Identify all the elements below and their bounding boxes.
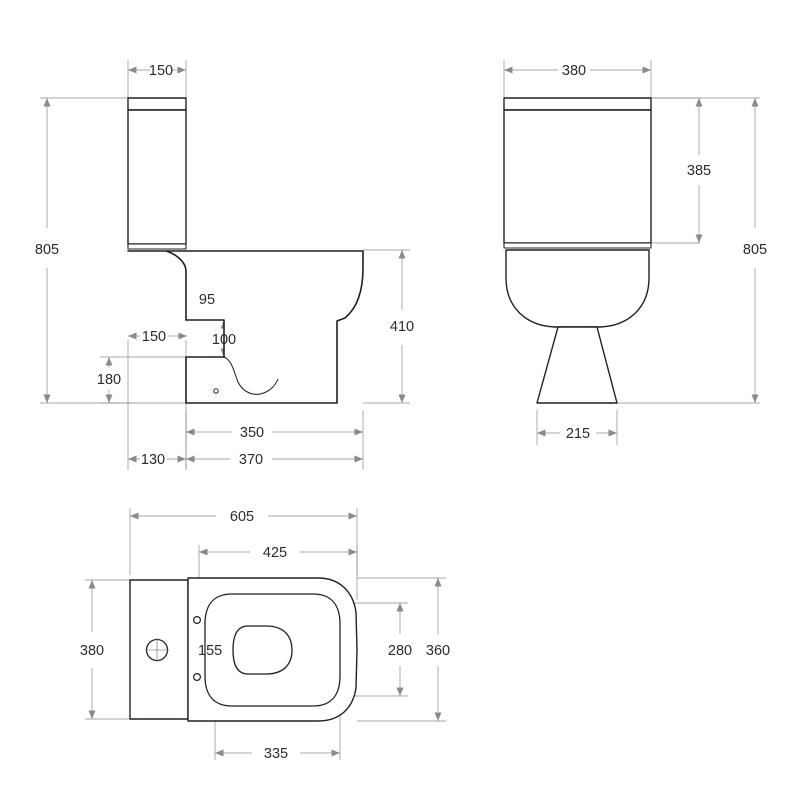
bolt-hole-top	[193, 615, 202, 624]
dim-335: 335	[264, 746, 288, 762]
front-view-outline	[503, 97, 652, 404]
plan-view-outline	[129, 577, 358, 722]
bowl-outer-plan	[187, 577, 358, 722]
pan-profile-side	[127, 250, 364, 404]
side-view-dim-labels: 150 805 95 100 150 180 410 350 130 370	[35, 63, 414, 468]
front-view-dim-labels: 380 385 805 215	[562, 63, 767, 442]
bowl-inner-curve-side	[223, 356, 279, 395]
dim-150-mid: 150	[142, 329, 166, 345]
dim-370: 370	[239, 452, 263, 468]
dim-380-top: 380	[562, 63, 586, 79]
cistern-base-front	[503, 242, 652, 249]
cistern-body-side	[127, 109, 187, 245]
cistern-plan	[129, 579, 189, 720]
side-view-outline	[127, 97, 364, 404]
dim-180: 180	[97, 372, 121, 388]
seat-outline-plan	[204, 593, 341, 707]
dim-280: 280	[388, 643, 412, 659]
bowl-front	[505, 249, 650, 328]
dim-100: 100	[212, 332, 236, 348]
dim-425: 425	[263, 545, 287, 561]
dim-150-top: 150	[149, 63, 173, 79]
dim-130: 130	[141, 452, 165, 468]
dim-380-left: 380	[80, 643, 104, 659]
dim-360: 360	[426, 643, 450, 659]
fixing-hole-side	[213, 388, 219, 394]
dim-605: 605	[230, 509, 254, 525]
dim-215: 215	[566, 426, 590, 442]
bolt-hole-bottom	[193, 672, 202, 681]
flush-aperture-plan	[232, 625, 293, 675]
dimension-lines-plan	[88, 512, 442, 757]
dimension-lines-front	[504, 66, 759, 437]
cistern-base-side	[127, 243, 187, 250]
dim-805-right: 805	[743, 242, 767, 258]
dim-155: 155	[198, 643, 222, 659]
cistern-lid-side	[127, 97, 187, 111]
dim-805-left: 805	[35, 242, 59, 258]
dim-350: 350	[240, 425, 264, 441]
pedestal-front	[536, 326, 618, 404]
dim-410: 410	[390, 319, 414, 335]
cistern-body-front	[503, 109, 652, 244]
extension-lines-front	[503, 60, 760, 445]
plan-view-dim-labels: 605 425 380 155 280 360 335	[80, 509, 450, 762]
dim-95: 95	[199, 292, 215, 308]
cistern-lid-front	[503, 97, 652, 111]
dim-385: 385	[687, 163, 711, 179]
